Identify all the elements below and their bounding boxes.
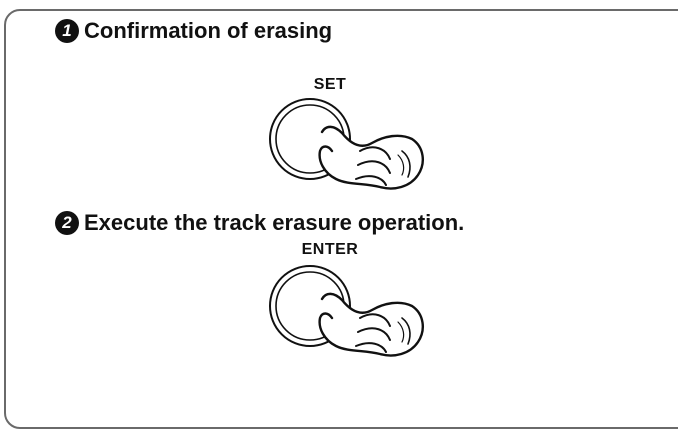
enter-button-label: ENTER bbox=[301, 241, 359, 258]
hand-pressing-enter-button-icon bbox=[269, 265, 424, 357]
step-2-title: Execute the track erasure operation. bbox=[84, 210, 465, 235]
set-button-label: SET bbox=[313, 76, 347, 93]
hand-pressing-set-button-icon bbox=[269, 98, 424, 190]
step-1-number-badge: 1 bbox=[55, 19, 79, 43]
step-1-title: Confirmation of erasing bbox=[84, 18, 333, 43]
step-1-heading: 1 Confirmation of erasing bbox=[55, 18, 332, 44]
step-2-number-badge: 2 bbox=[55, 211, 79, 235]
step-2-heading: 2 Execute the track erasure operation. bbox=[55, 210, 464, 236]
